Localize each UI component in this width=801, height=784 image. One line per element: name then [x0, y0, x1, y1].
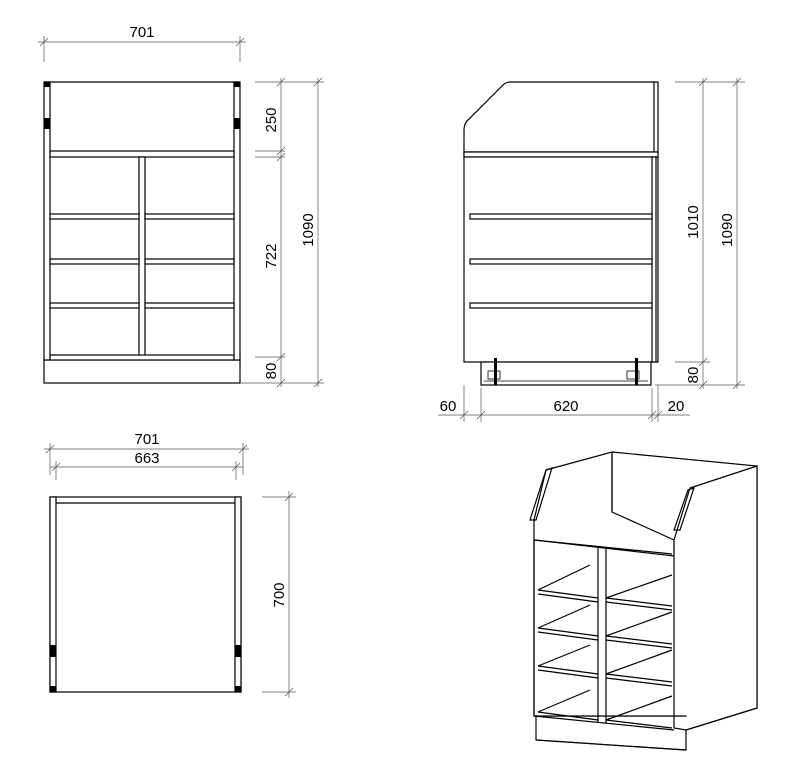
dim-depth: 700	[271, 582, 288, 607]
shelves	[49, 213, 235, 361]
iso-shelves	[537, 564, 673, 729]
dim-plinth: 80	[685, 367, 702, 384]
front-view: 701 250 722 80 1090	[38, 24, 324, 388]
center-divider	[138, 156, 146, 358]
dim-front-offset: 20	[668, 398, 685, 415]
dim-outer-width: 701	[134, 431, 159, 448]
dim-width: 701	[129, 24, 154, 41]
dim-body: 1010	[685, 205, 702, 238]
side-view: 1010 1090 80 60 620 20	[438, 77, 745, 422]
dim-body: 722	[263, 243, 280, 268]
dim-depth: 620	[553, 398, 578, 415]
dim-top: 250	[263, 107, 280, 132]
dim-plinth: 80	[263, 363, 280, 380]
plan-view: 701 663 700	[44, 431, 296, 698]
isometric-view	[529, 451, 758, 751]
dim-inner-width: 663	[134, 450, 159, 467]
dim-back-offset: 60	[440, 398, 457, 415]
dim-total: 1090	[300, 213, 317, 246]
plinth	[480, 361, 652, 386]
plinth	[43, 359, 241, 384]
top-shelf	[49, 150, 235, 158]
dim-total: 1090	[719, 213, 736, 246]
